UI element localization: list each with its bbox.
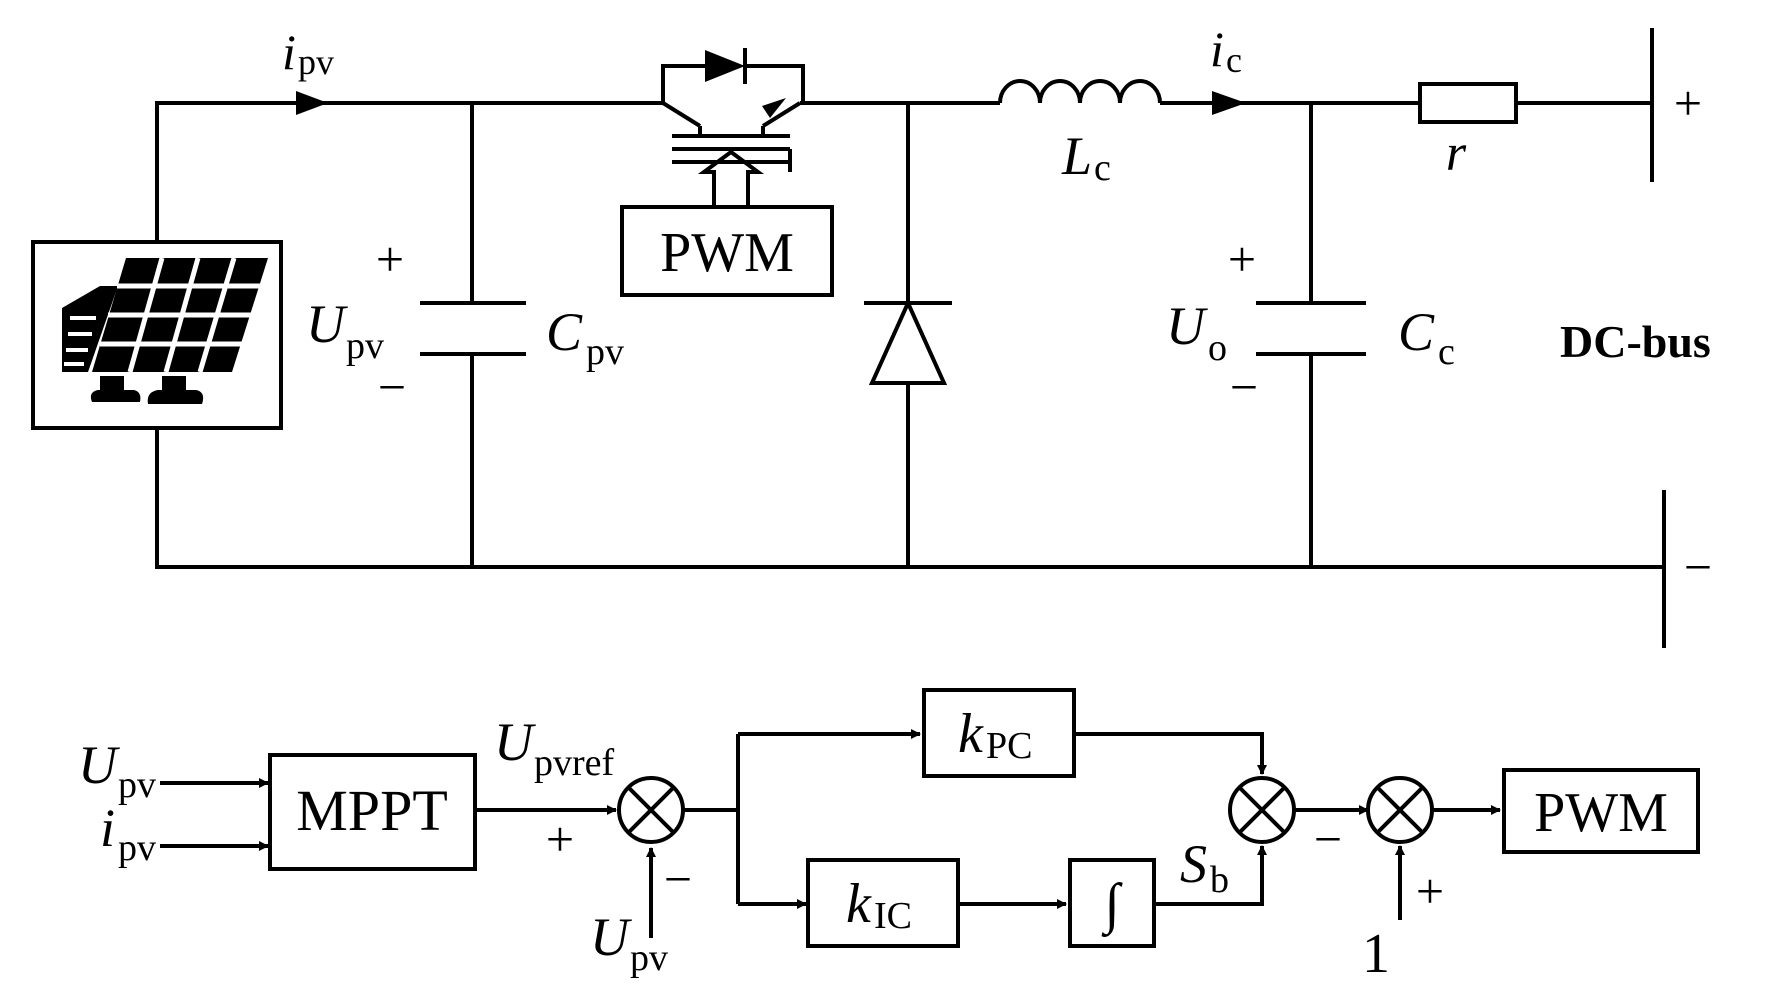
- label-uo-sub: o: [1208, 327, 1227, 369]
- label-cc-sub: c: [1438, 331, 1455, 373]
- input-upv-sub: pv: [118, 764, 156, 806]
- pwm-block-circuit: [620, 205, 834, 297]
- bottom-wire: [155, 428, 1664, 569]
- power-circuit: PWM i pv i c L c r + − DC-bus + U pv − C…: [31, 21, 1712, 648]
- cpv-capacitor: [420, 301, 526, 356]
- upv-plus-sign: +: [376, 231, 404, 287]
- label-ipv-sub: pv: [298, 42, 334, 82]
- dc-bus-minus-sign: −: [1684, 539, 1712, 595]
- label-ipv-main: i: [282, 24, 296, 80]
- mppt-block: [268, 753, 477, 871]
- resistor-r: [1418, 82, 1518, 124]
- upvref-main: U: [494, 712, 536, 772]
- label-r: r: [1446, 125, 1467, 182]
- cc-capacitor: [1256, 301, 1366, 356]
- label-lc-sub: c: [1094, 147, 1111, 189]
- top-wire-left: [155, 101, 663, 242]
- input-ipv-sub: pv: [118, 827, 156, 869]
- upv-minus-sign: −: [378, 359, 406, 415]
- summing-junction-3: [1366, 776, 1434, 844]
- kpc-block: [922, 688, 1076, 778]
- pwm-block-control: [1502, 768, 1700, 854]
- uo-plus-sign: +: [1228, 231, 1256, 287]
- uo-minus-sign: −: [1230, 359, 1258, 415]
- kpc-main: k: [958, 703, 984, 765]
- current-arrow-ipv: [296, 91, 328, 115]
- freewheel-diode: [868, 298, 948, 385]
- label-upv-main: U: [306, 294, 348, 354]
- input-upv-main: U: [78, 735, 120, 795]
- label-ic-sub: c: [1226, 40, 1242, 80]
- control-loop: U pv i pv MPPT U pvref + − U pv k PC k: [78, 688, 1700, 985]
- sb-sub: b: [1210, 859, 1229, 901]
- kic-sub: IC: [874, 895, 912, 937]
- sum3-plus-sign: +: [1416, 863, 1444, 919]
- summing-junction-2: [1228, 776, 1296, 844]
- dc-bus-label: DC-bus: [1560, 316, 1711, 367]
- kpc-to-sum2: [1074, 732, 1267, 775]
- upvref-sub: pvref: [534, 742, 615, 784]
- label-cpv-sub: pv: [586, 331, 624, 373]
- label-cc-main: C: [1398, 302, 1435, 362]
- summing-junction-1: [617, 776, 685, 844]
- sum1-minus-sign: −: [664, 851, 692, 907]
- dc-bus-plus-sign: +: [1674, 75, 1702, 131]
- kpc-sub: PC: [986, 725, 1032, 767]
- feedback-upv-main: U: [590, 907, 632, 967]
- label-ic-main: i: [1210, 21, 1224, 77]
- constant-one: 1: [1362, 923, 1390, 985]
- feedback-upv-sub: pv: [630, 937, 668, 979]
- label-lc-main: L: [1061, 126, 1092, 186]
- label-upv-sub: pv: [346, 325, 384, 367]
- pwm-label-control: PWM: [1534, 782, 1668, 844]
- pv-panel-icon: [31, 240, 283, 430]
- integrator-label: ∫: [1101, 873, 1123, 938]
- label-uo-main: U: [1166, 296, 1208, 356]
- input-ipv-main: i: [100, 798, 115, 858]
- mppt-label: MPPT: [296, 778, 448, 843]
- integral-to-sum2: [1154, 845, 1267, 906]
- label-cpv-main: C: [546, 302, 583, 362]
- sum1-plus-sign: +: [546, 811, 574, 867]
- inductor-lc: [998, 79, 1162, 104]
- pwm-label-circuit: PWM: [660, 222, 794, 284]
- igbt-switch: [661, 48, 805, 207]
- sum3-minus-sign: −: [1314, 811, 1342, 867]
- current-arrow-ic: [1212, 91, 1246, 115]
- sb-main: S: [1180, 834, 1207, 894]
- kic-main: k: [846, 873, 872, 935]
